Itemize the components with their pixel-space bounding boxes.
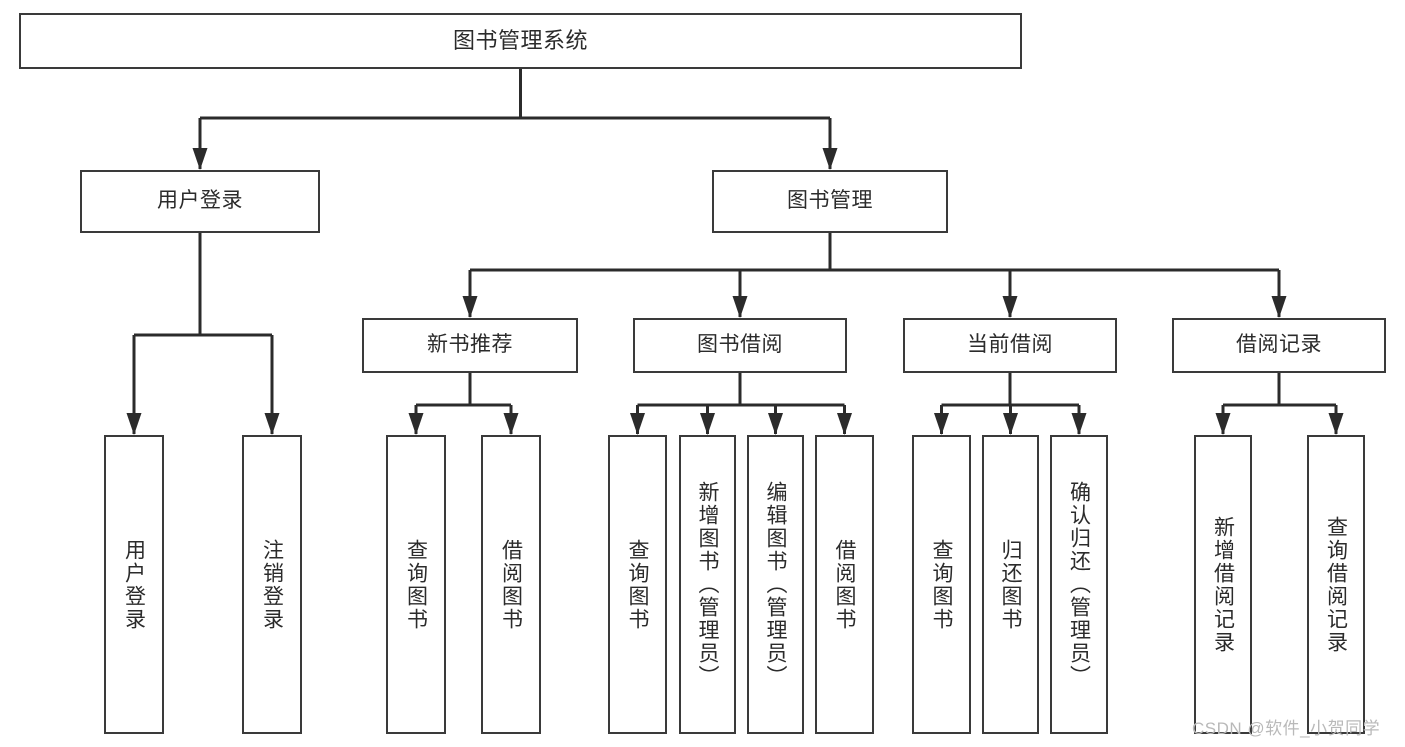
node-book-borrow: 图书借阅 xyxy=(633,318,847,373)
watermark-text: CSDN @软件_小贺同学 xyxy=(1192,719,1381,738)
arrowhead xyxy=(192,148,208,170)
node-label: 新书推荐 xyxy=(427,333,513,357)
arrowhead xyxy=(732,296,748,318)
arrowhead xyxy=(408,413,424,435)
arrowhead xyxy=(503,413,519,435)
node-borrow-record: 借阅记录 xyxy=(1172,318,1386,373)
arrowhead xyxy=(1002,296,1018,318)
arrowhead xyxy=(126,413,142,435)
node-label: 借阅记录 xyxy=(1236,333,1322,357)
arrowhead xyxy=(630,413,645,435)
arrowhead xyxy=(768,413,783,435)
node-leaf-borrow-book-2: 借阅图书 xyxy=(815,435,874,734)
node-label: 借阅图书 xyxy=(833,538,856,631)
node-leaf-query-book-1: 查询图书 xyxy=(386,435,446,734)
node-user-login: 用户登录 xyxy=(80,170,320,233)
node-label: 图书借阅 xyxy=(697,333,783,357)
node-label: 归还图书 xyxy=(999,538,1022,631)
arrowhead xyxy=(1215,413,1231,435)
node-label: 新增借阅记录 xyxy=(1211,515,1235,654)
node-leaf-borrow-book-1: 借阅图书 xyxy=(481,435,541,734)
node-leaf-edit-book: 编辑图书（管理员） xyxy=(747,435,804,734)
node-label: 新增图书（管理员） xyxy=(696,481,719,688)
arrowhead xyxy=(934,413,949,435)
node-label: 查询借阅记录 xyxy=(1324,515,1348,654)
node-label: 借阅图书 xyxy=(499,538,523,631)
arrowhead xyxy=(1003,413,1018,435)
node-book-manage: 图书管理 xyxy=(712,170,948,233)
arrowhead xyxy=(837,413,852,435)
node-leaf-add-record: 新增借阅记录 xyxy=(1194,435,1252,734)
node-new-book-recommend: 新书推荐 xyxy=(362,318,578,373)
node-leaf-add-book: 新增图书（管理员） xyxy=(679,435,736,734)
node-label: 当前借阅 xyxy=(967,333,1053,357)
node-label: 查询图书 xyxy=(404,538,428,631)
node-label: 查询图书 xyxy=(930,538,953,631)
arrowhead xyxy=(264,413,280,435)
node-leaf-return-book: 归还图书 xyxy=(982,435,1039,734)
node-label: 查询图书 xyxy=(626,538,649,631)
node-label: 用户登录 xyxy=(157,189,243,213)
node-label: 用户登录 xyxy=(122,538,146,631)
node-leaf-query-book-3: 查询图书 xyxy=(912,435,971,734)
arrowhead xyxy=(462,296,478,318)
node-current-borrow: 当前借阅 xyxy=(903,318,1117,373)
node-label: 确认归还（管理员） xyxy=(1067,481,1091,688)
node-leaf-query-book-2: 查询图书 xyxy=(608,435,667,734)
node-label: 图书管理 xyxy=(787,189,873,213)
node-leaf-query-record: 查询借阅记录 xyxy=(1307,435,1365,734)
node-leaf-user-login: 用户登录 xyxy=(104,435,164,734)
node-label: 注销登录 xyxy=(260,538,284,631)
arrowhead xyxy=(700,413,715,435)
node-leaf-confirm-return: 确认归还（管理员） xyxy=(1050,435,1108,734)
arrowhead xyxy=(822,148,838,170)
node-label: 图书管理系统 xyxy=(452,28,588,54)
node-root: 图书管理系统 xyxy=(19,13,1022,69)
arrowhead xyxy=(1071,413,1087,435)
node-label: 编辑图书（管理员） xyxy=(764,481,787,688)
arrowhead xyxy=(1271,296,1287,318)
node-leaf-logout: 注销登录 xyxy=(242,435,302,734)
arrowhead xyxy=(1328,413,1344,435)
